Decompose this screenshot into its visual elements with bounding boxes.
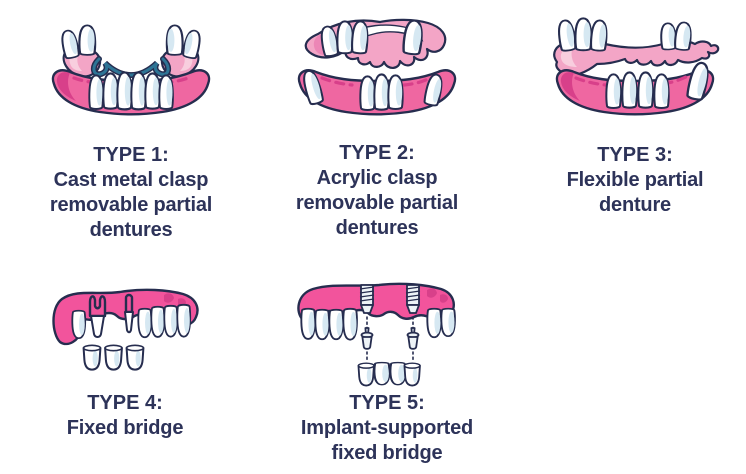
caption-line: Cast metal clasp bbox=[53, 169, 209, 191]
type5-illustration-wrap bbox=[276, 274, 498, 390]
flexible-denture bbox=[553, 17, 720, 77]
cast-metal-clasp-denture-icon bbox=[51, 24, 211, 116]
lower-arch bbox=[51, 69, 211, 116]
caption-line: Implant-supported bbox=[300, 417, 474, 439]
caption-line: denture bbox=[599, 194, 671, 216]
type4-title: TYPE 4: bbox=[87, 392, 163, 414]
acrylic-denture bbox=[304, 18, 447, 69]
type3-illustration-wrap bbox=[528, 12, 742, 142]
metal-clasp-wire bbox=[91, 56, 171, 78]
type2-illustration-wrap bbox=[272, 10, 482, 140]
flexible-partial-denture-icon bbox=[553, 17, 720, 116]
caption-line: removable partial bbox=[295, 192, 459, 214]
caption-line: dentures bbox=[335, 217, 419, 239]
type4-illustration-wrap bbox=[25, 276, 225, 390]
bridge-crowns bbox=[82, 344, 145, 371]
implant-screw bbox=[359, 284, 375, 363]
type5-title: TYPE 5: bbox=[349, 392, 425, 414]
caption-line: fixed bridge bbox=[331, 442, 443, 464]
card-type-3: TYPE 3: Flexible partial denture bbox=[528, 12, 742, 218]
lower-arch bbox=[297, 68, 457, 116]
lower-arch bbox=[555, 60, 715, 116]
caption-line: Acrylic clasp bbox=[316, 167, 438, 189]
type1-title: TYPE 1: bbox=[93, 144, 169, 166]
card-type-4: TYPE 4: Fixed bridge bbox=[25, 276, 225, 441]
implant-supported-bridge-icon bbox=[297, 282, 459, 387]
card-type-5: TYPE 5: Implant-supported fixed bridge bbox=[276, 274, 498, 466]
type3-title: TYPE 3: bbox=[597, 144, 673, 166]
type1-illustration-wrap bbox=[26, 12, 236, 142]
acrylic-clasp-denture-icon bbox=[297, 18, 457, 116]
upper-teeth-and-abutments bbox=[72, 293, 190, 338]
fixed-bridge-icon bbox=[52, 288, 199, 371]
card-type-1: TYPE 1: Cast metal clasp removable parti… bbox=[26, 12, 236, 243]
card-type-2: TYPE 2: Acrylic clasp removable partial … bbox=[272, 10, 482, 241]
caption-line: removable partial bbox=[49, 194, 213, 216]
caption-line: Flexible partial bbox=[566, 169, 704, 191]
type2-title: TYPE 2: bbox=[339, 142, 415, 164]
caption-line: Fixed bridge bbox=[66, 417, 184, 439]
caption-line: dentures bbox=[89, 219, 173, 241]
bridge-crowns bbox=[357, 362, 421, 387]
implant-screw bbox=[405, 284, 421, 363]
